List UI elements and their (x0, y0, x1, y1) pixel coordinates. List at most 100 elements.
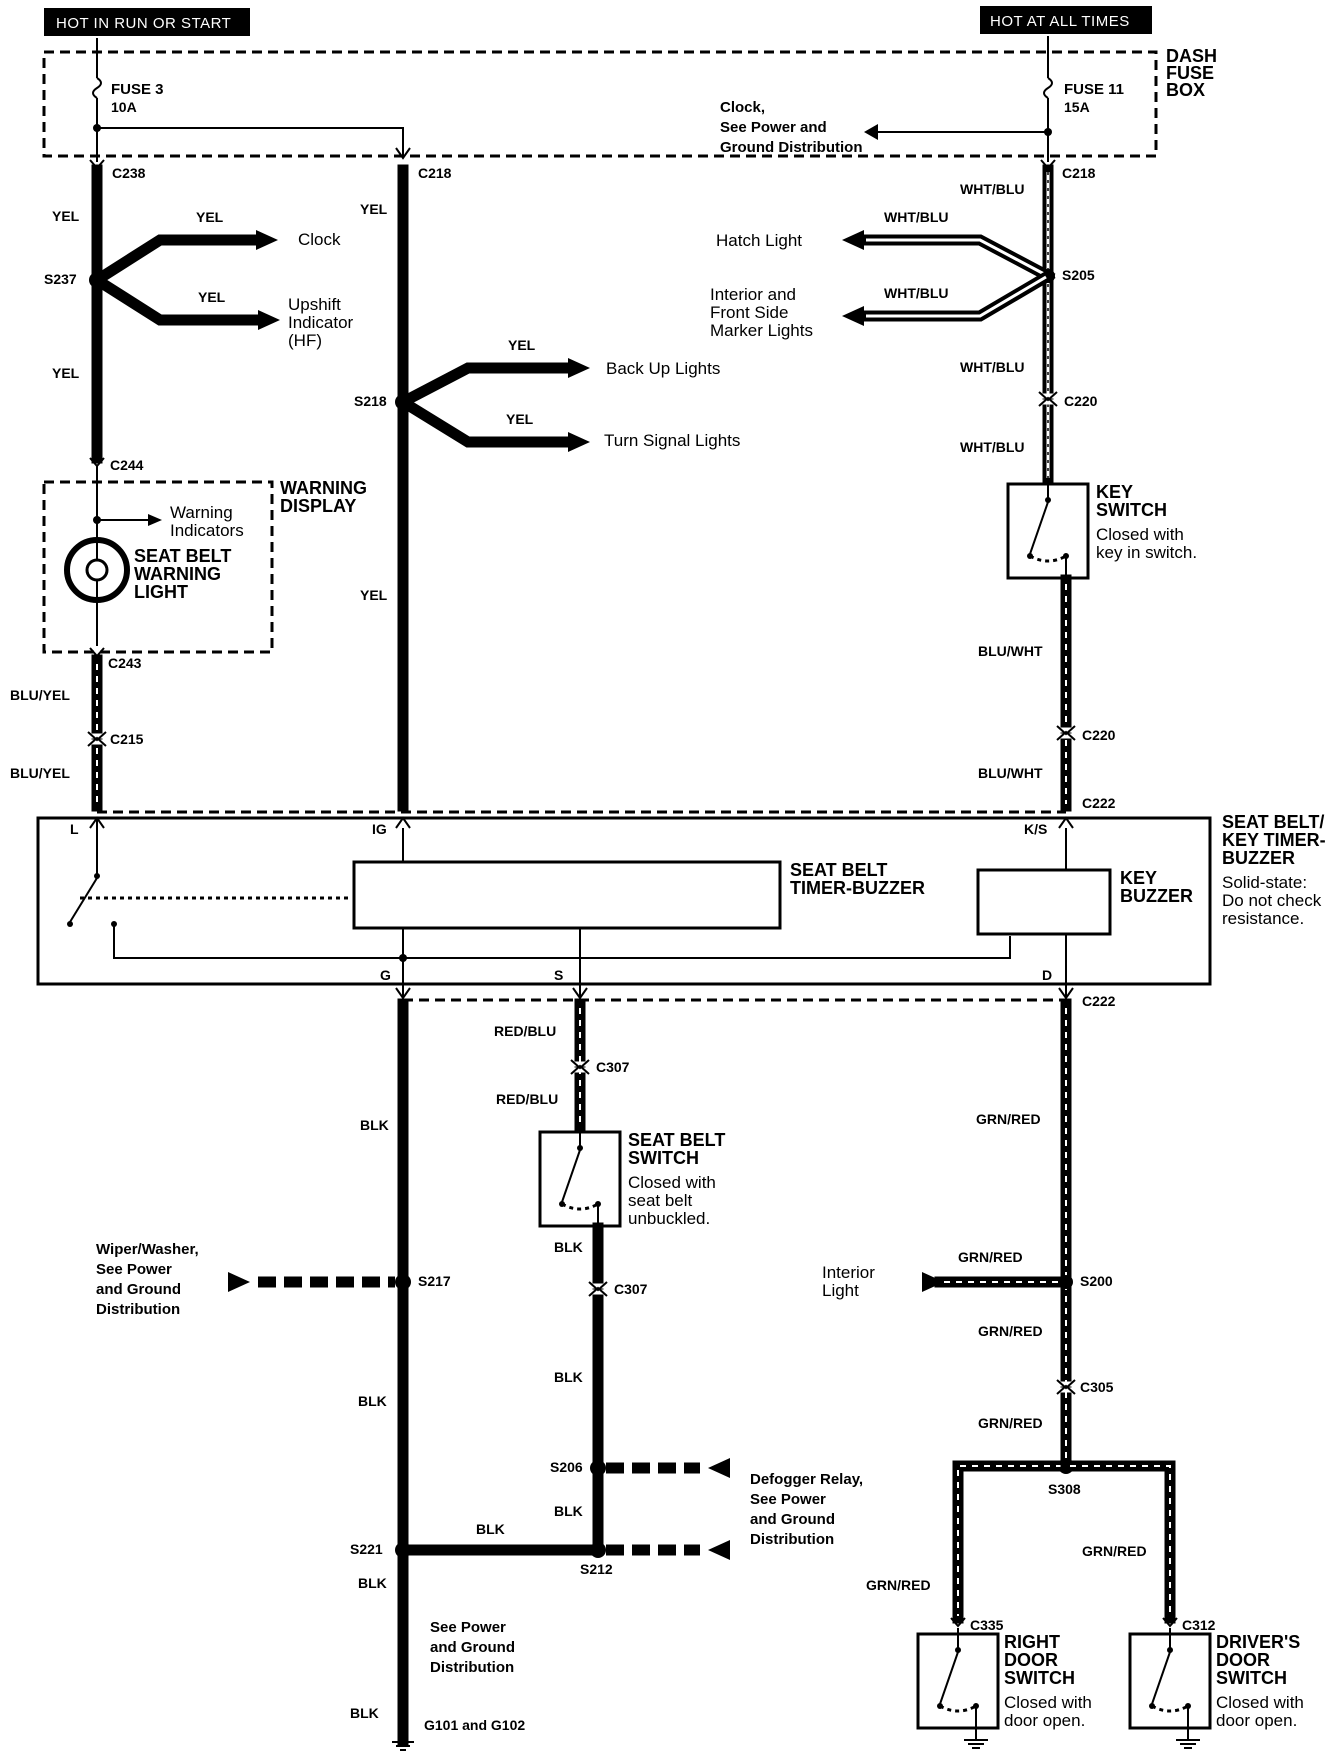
clock-ref-1: Clock, (720, 99, 765, 116)
s218-label: S218 (354, 393, 387, 409)
module-note-3: resistance. (1222, 909, 1304, 928)
c307-top-connector (570, 1059, 590, 1075)
timer-buzzer-module (36, 816, 1212, 986)
grn-red-label-3: GRN/RED (978, 1323, 1043, 1339)
seat-belt-light-label-2: WARNING (134, 564, 221, 584)
pin-ig-label: IG (372, 821, 387, 837)
c218-left-arrow (395, 147, 411, 160)
belt-switch-label-2: SWITCH (628, 1148, 699, 1168)
right-door-note-1: Closed with (1004, 1693, 1092, 1712)
interior-light-1: Interior (822, 1263, 875, 1282)
c312-connector (1162, 1617, 1178, 1628)
c220-bottom-label: C220 (1082, 727, 1116, 743)
key-switch-label-1: KEY (1096, 482, 1133, 502)
clock-arrow (256, 230, 278, 250)
timer-buzzer-label-2: TIMER-BUZZER (790, 878, 925, 898)
wht-blu-label-mid: WHT/BLU (960, 359, 1025, 375)
seat-belt-switch-contact (559, 1126, 601, 1226)
c238-label: C238 (112, 165, 146, 181)
hot-in-run-badge: HOT IN RUN OR START (44, 8, 250, 36)
dash-fuse-box-label-3: BOX (1166, 80, 1205, 100)
g-junction (399, 954, 407, 962)
red-blu-label-2: RED/BLU (496, 1091, 558, 1107)
hot-at-all-times-badge: HOT AT ALL TIMES (980, 6, 1152, 34)
turn-arrow (568, 432, 590, 452)
wht-blu-label-interior: WHT/BLU (884, 285, 949, 301)
s206-splice (590, 1460, 606, 1476)
yel-label-backup: YEL (508, 337, 536, 353)
blk-label-5: BLK (350, 1705, 379, 1721)
belt-switch-note-3: unbuckled. (628, 1209, 710, 1228)
warning-display-outline (42, 480, 274, 654)
grn-red-label-1: GRN/RED (976, 1111, 1041, 1127)
right-door-switch-contact (937, 1628, 988, 1749)
pin-g-label: G (380, 967, 391, 983)
dash-fuse-box-label: DASH (1166, 46, 1217, 66)
fuse-3-rating: 10A (111, 99, 137, 115)
blk-label-8: BLK (554, 1503, 583, 1519)
key-buzzer-label-2: BUZZER (1120, 886, 1193, 906)
ground-symbol-main (392, 1741, 414, 1751)
interior-destination-1: Interior and (710, 285, 796, 304)
driver-door-note-2: door open. (1216, 1711, 1297, 1730)
c335-connector (950, 1617, 966, 1628)
clock-ref-3: Ground Distribution (720, 139, 862, 156)
wht-blu-label-hatch: WHT/BLU (884, 209, 949, 225)
c335-label: C335 (970, 1617, 1004, 1633)
wiper-destination-1: Wiper/Washer, (96, 1241, 199, 1258)
pin-l-label: L (70, 821, 79, 837)
module-label-2: KEY TIMER- (1222, 830, 1326, 850)
belt-switch-note-2: seat belt (628, 1191, 693, 1210)
s212-splice (590, 1542, 606, 1558)
seat-belt-timer-buzzer-box (352, 860, 782, 930)
defogger-destination-1: Defogger Relay, (750, 1471, 863, 1488)
key-switch-contact (1027, 478, 1069, 578)
blk-label-4: BLK (358, 1575, 387, 1591)
grn-red-wire-driver-door (1060, 1460, 1176, 1624)
yel-label-left-top: YEL (52, 208, 80, 224)
blk-label-6: BLK (554, 1239, 583, 1255)
grn-red-label-4: GRN/RED (978, 1415, 1043, 1431)
warning-indicators-1: Warning (170, 503, 233, 522)
blk-label-3: BLK (476, 1521, 505, 1537)
s221-label: S221 (350, 1541, 383, 1557)
clock-branch-arrow (864, 124, 878, 140)
pin-d-arrow (1058, 987, 1074, 1000)
c307-bottom-label: C307 (614, 1281, 648, 1297)
seat-belt-warning-light-bulb (64, 534, 130, 646)
fuse-3-branch (97, 127, 404, 156)
wht-blu-label-low: WHT/BLU (960, 439, 1025, 455)
driver-door-switch-contact (1149, 1628, 1200, 1749)
c244-label: C244 (110, 457, 144, 473)
timer-buzzer-label-1: SEAT BELT (790, 860, 887, 880)
c220-top-label: C220 (1064, 393, 1098, 409)
c220-top-connector (1038, 391, 1058, 407)
turn-signal-destination: Turn Signal Lights (604, 431, 740, 450)
c312-label: C312 (1182, 1617, 1216, 1633)
yel-label-left-mid: YEL (52, 365, 80, 381)
c218-left-label: C218 (418, 165, 452, 181)
fuse-11 (1043, 36, 1053, 162)
key-switch-label-2: SWITCH (1096, 500, 1167, 520)
pin-ks-arrow (1058, 816, 1074, 829)
c243-label: C243 (108, 655, 142, 671)
c307-top-label: C307 (596, 1059, 630, 1075)
wiper-destination-2: See Power (96, 1261, 172, 1278)
yel-label-turn: YEL (506, 411, 534, 427)
interior-light-2: Light (822, 1281, 859, 1300)
upshift-arrow (258, 310, 280, 330)
ground-ref-2: and Ground (430, 1639, 515, 1656)
right-door-note-2: door open. (1004, 1711, 1085, 1730)
s217-label: S217 (418, 1273, 451, 1289)
yel-wire-turn (395, 394, 576, 448)
s205-label: S205 (1062, 267, 1095, 283)
driver-door-label-1: DRIVER'S (1216, 1632, 1300, 1652)
pin-d-label: D (1042, 967, 1052, 983)
defogger-destination-4: Distribution (750, 1531, 834, 1548)
c307-top-gap (568, 1061, 592, 1073)
module-note-2: Do not check (1222, 891, 1322, 910)
pin-s-arrow (572, 987, 588, 1000)
key-switch-note-1: Closed with (1096, 525, 1184, 544)
clock-destination: Clock (298, 230, 341, 249)
warning-display-label-2: DISPLAY (280, 496, 356, 516)
